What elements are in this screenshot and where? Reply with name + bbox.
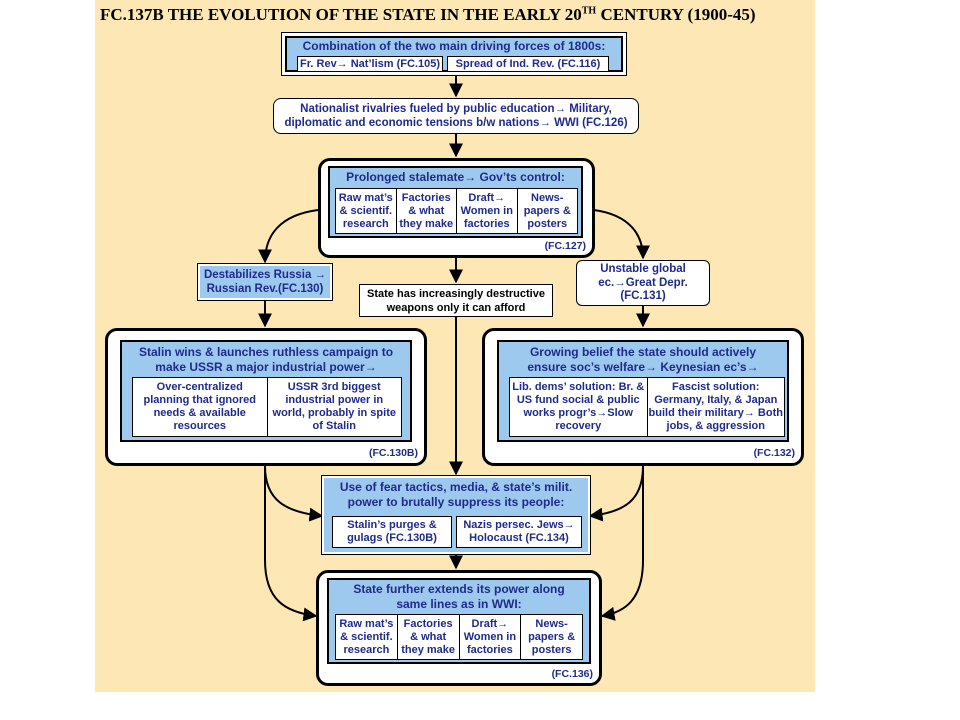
nationalist-line2: diplomatic and economic tensions b/w nat… <box>284 117 628 129</box>
stalin-line2: make USSR a major industrial power→ <box>155 360 377 374</box>
stalin-purges-cell: Stalin’s purges & gulags (FC.130B) <box>332 516 452 548</box>
draft-cell: Draft→ Women in factories <box>456 189 517 233</box>
stalemate-cells: Raw mat’s & scientif. research Factories… <box>335 188 578 234</box>
stalemate-box: Prolonged stalemate→ Gov’ts control: Raw… <box>318 158 595 258</box>
stalin-box: Stalin wins & launches ruthless campaign… <box>105 328 427 466</box>
global-line1: Unstable global <box>600 263 686 275</box>
fear-line2: power to brutally suppress its people: <box>347 495 565 509</box>
russia-line2: Russian Rev.(FC.130) <box>206 283 324 295</box>
raw-materials-cell: Raw mat’s & scientif. research <box>338 191 393 230</box>
belief-cells: Lib. dems’ solution: Br. & US fund socia… <box>509 377 785 437</box>
belief-line2: ensure soc’s welfare→ Keynesian ec’s→ <box>527 360 759 374</box>
extend-line1: State further extends its power along <box>353 582 565 596</box>
stalin-ref: (FC.130B) <box>368 447 418 459</box>
nationalist-line1: Nationalist rivalries fueled by public e… <box>300 103 612 115</box>
over-centralized-cell: Over-centralized planning that ignored n… <box>143 381 256 432</box>
weapons-line2: weapons only it can afford <box>386 302 526 314</box>
ind-rev-cell: Spread of Ind. Rev. (FC.116) <box>447 56 609 72</box>
belief-ref: (FC.132) <box>753 447 795 459</box>
fear-line1: Use of fear tactics, media, & state’s mi… <box>339 480 573 494</box>
global-line2: ec.→Great Depr. <box>598 276 688 289</box>
nationalist-rivalries-box: Nationalist rivalries fueled by public e… <box>273 98 639 134</box>
arrow-box3-global <box>593 209 650 260</box>
arrow-stalin-extend <box>264 466 318 622</box>
nazis-holocaust-cell: Nazis persec. Jews→ Holocaust (FC.134) <box>456 516 582 548</box>
newspapers-cell: News-papers & posters <box>516 189 578 233</box>
belief-line1: Growing belief the state should actively <box>529 345 757 359</box>
extend-ref: (FC.136) <box>551 668 593 680</box>
fascist-cell: Fascist solution: Germany, Italy, & Japa… <box>646 378 785 436</box>
stalemate-ref: (FC.127) <box>544 240 586 252</box>
weapons-line1: State has increasingly destructive <box>367 288 545 300</box>
extend-draft-cell: Draft→ Women in factories <box>458 615 521 659</box>
factories-cell: Factories & what they make <box>395 189 457 233</box>
welfare-belief-box: Growing belief the state should actively… <box>482 328 804 466</box>
page-title: FC.137B THE EVOLUTION OF THE STATE IN TH… <box>100 5 756 24</box>
arrow-box3-russia <box>258 209 319 264</box>
weapons-box: State has increasingly destructive weapon… <box>359 284 553 317</box>
extend-factories-cell: Factories & what they make <box>396 615 459 659</box>
stalin-cells: Over-centralized planning that ignored n… <box>132 377 402 437</box>
arrow-stalin-fear <box>264 465 324 522</box>
stalemate-header: Prolonged stalemate→ Gov’ts control: <box>346 170 565 184</box>
lib-dems-cell: Lib. dems’ solution: Br. & US fund socia… <box>512 381 645 432</box>
russia-line1: Destabilizes Russia → <box>203 269 327 281</box>
extend-line2: same lines as in WWI: <box>396 597 522 611</box>
driving-forces-box: Combination of the two main driving forc… <box>281 32 627 76</box>
arrow-belief-fear <box>588 465 644 522</box>
driving-forces-header: Combination of the two main driving forc… <box>302 39 606 53</box>
global-ref: (FC.131) <box>620 290 666 302</box>
ussr-industrial-cell: USSR 3rd biggest industrial power in wor… <box>266 378 402 436</box>
extend-raw-materials-cell: Raw mat’s & scientif. research <box>339 617 394 656</box>
extend-newspapers-cell: News-papers & posters <box>520 615 582 659</box>
fr-rev-cell: Fr. Rev→ Nat’lism (FC.105) <box>297 56 443 72</box>
fear-tactics-box: Use of fear tactics, media, & state’s mi… <box>321 475 591 555</box>
stalin-line1: Stalin wins & launches ruthless campaign… <box>138 345 394 359</box>
russia-box: Destabilizes Russia → Russian Rev.(FC.130… <box>197 263 333 301</box>
arrow-belief-extend <box>600 466 644 621</box>
extend-cells: Raw mat’s & scientif. research Factories… <box>335 614 583 660</box>
